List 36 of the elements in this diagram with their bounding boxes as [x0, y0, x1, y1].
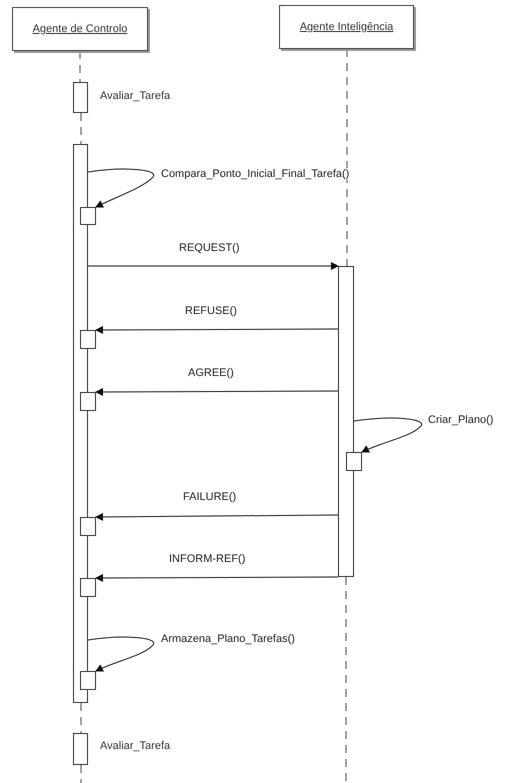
message-label: REQUEST() [178, 242, 240, 254]
message-label: AGREE() [187, 367, 235, 379]
message-label: REFUSE() [184, 305, 238, 317]
lifeline [80, 112, 82, 144]
lifeline-name: Agente Inteligência [300, 21, 394, 33]
activation-box [346, 452, 362, 471]
self-message-arrow [88, 168, 154, 208]
activation-box [80, 207, 96, 225]
lifeline [80, 764, 82, 783]
message-label: Criar_Plano() [427, 414, 494, 426]
activation-bar [73, 82, 88, 113]
message-label: Compara_Ponto_Inicial_Final_Tarefa() [160, 168, 350, 180]
message-arrow [95, 512, 338, 521]
action-label: Avaliar_Tarefa [100, 90, 170, 102]
message-label: Armazena_Plano_Tarefas() [160, 633, 296, 645]
message-label: INFORM-REF() [168, 553, 246, 565]
lifeline [346, 48, 348, 266]
activation-bar [338, 266, 354, 577]
action-label: Avaliar_Tarefa [100, 740, 170, 752]
message-arrow [95, 388, 338, 396]
self-message-arrow [88, 636, 154, 672]
activation-box [80, 392, 96, 411]
activation-box [80, 578, 96, 597]
self-message-arrow [354, 418, 422, 453]
activation-bar [73, 733, 88, 765]
message-arrow [88, 262, 339, 270]
message-arrow [95, 574, 338, 582]
message-arrow [95, 326, 338, 334]
activation-box [80, 517, 96, 536]
lifeline-name: Agente de Controlo [32, 23, 128, 35]
activation-box [80, 330, 96, 349]
lifeline-header-box [12, 7, 148, 51]
lifeline-header-box [279, 5, 414, 49]
message-label: FAILURE() [182, 491, 238, 503]
activation-box [80, 671, 96, 690]
lifeline [80, 702, 82, 734]
